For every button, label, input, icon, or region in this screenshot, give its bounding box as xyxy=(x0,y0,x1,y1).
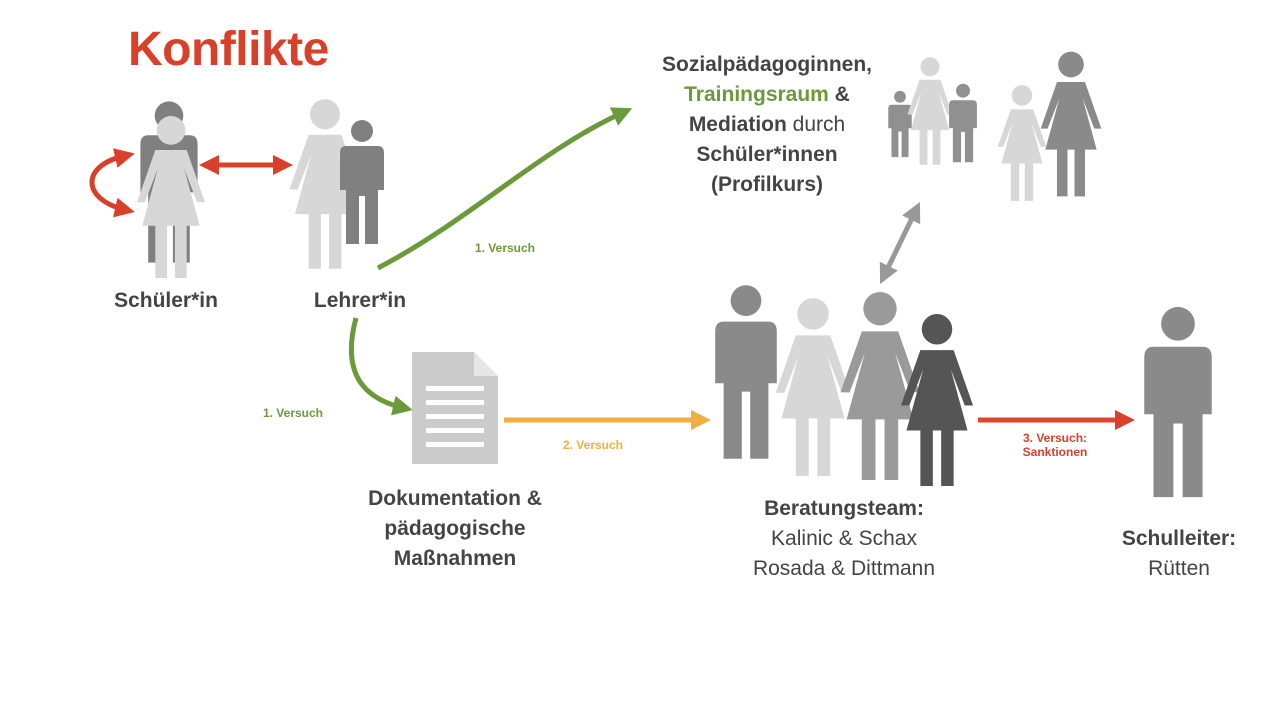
social-education-line2-rest: & xyxy=(828,83,850,106)
mediation-label: Mediation xyxy=(688,113,787,136)
student-figures-icon xyxy=(137,101,205,278)
principal-label: Schulleiter: Rütten xyxy=(1104,524,1254,584)
social-counseling-link-arrow xyxy=(879,201,921,285)
social-education-line2: Trainingsraum & xyxy=(612,80,922,110)
edge-label-first-attempt-social: 1. Versuch xyxy=(474,241,536,255)
principal-name: Rütten xyxy=(1148,557,1210,580)
counseling-team-label: Beratungsteam: Kalinic & Schax Rosada & … xyxy=(714,494,974,584)
edge-label-second-attempt: 2. Versuch xyxy=(562,438,624,452)
social-education-line1: Sozialpädagoginnen, xyxy=(661,53,872,76)
principal-figure-icon xyxy=(1144,306,1212,498)
documentation-label: Dokumentation & pädagogische Maßnahmen xyxy=(340,484,570,574)
edge-label-third-attempt-line1: 3. Versuch: xyxy=(1022,431,1088,445)
edge-label-third-attempt-line2: Sanktionen xyxy=(1022,445,1088,459)
teacher-to-social-arrow xyxy=(376,107,633,271)
documentation-line2: pädagogische xyxy=(384,517,526,540)
counseling-team-names-1: Kalinic & Schax xyxy=(771,527,917,550)
mediation-durch: durch xyxy=(786,113,846,136)
training-room-label: Trainingsraum xyxy=(684,83,829,106)
documentation-line3: Maßnahmen xyxy=(393,547,517,570)
student-conflict-curve-arrow xyxy=(89,148,135,218)
counseling-team-title: Beratungsteam: xyxy=(764,497,924,520)
social-education-line5: (Profilkurs) xyxy=(710,173,823,196)
social-education-label: Sozialpädagoginnen, Trainingsraum & Medi… xyxy=(612,50,922,200)
edge-label-first-attempt-documentation: 1. Versuch xyxy=(262,406,324,420)
teacher-to-documentation-arrow xyxy=(348,317,413,416)
teacher-label: Lehrer*in xyxy=(313,289,407,312)
document-icon xyxy=(412,352,498,464)
principal-title: Schulleiter: xyxy=(1121,527,1237,550)
counseling-team-names-2: Rosada & Dittmann xyxy=(752,557,936,580)
page-title: Konflikte xyxy=(128,23,329,76)
social-education-line4: Schüler*innen xyxy=(696,143,838,166)
edge-label-third-attempt: 3. Versuch: Sanktionen xyxy=(1000,431,1110,459)
counseling-team-figures-icon xyxy=(715,285,974,486)
student-label: Schüler*in xyxy=(114,289,218,312)
teacher-figures-icon xyxy=(289,99,384,269)
social-education-line3: Mediation durch xyxy=(612,110,922,140)
documentation-line1: Dokumentation & xyxy=(368,487,542,510)
